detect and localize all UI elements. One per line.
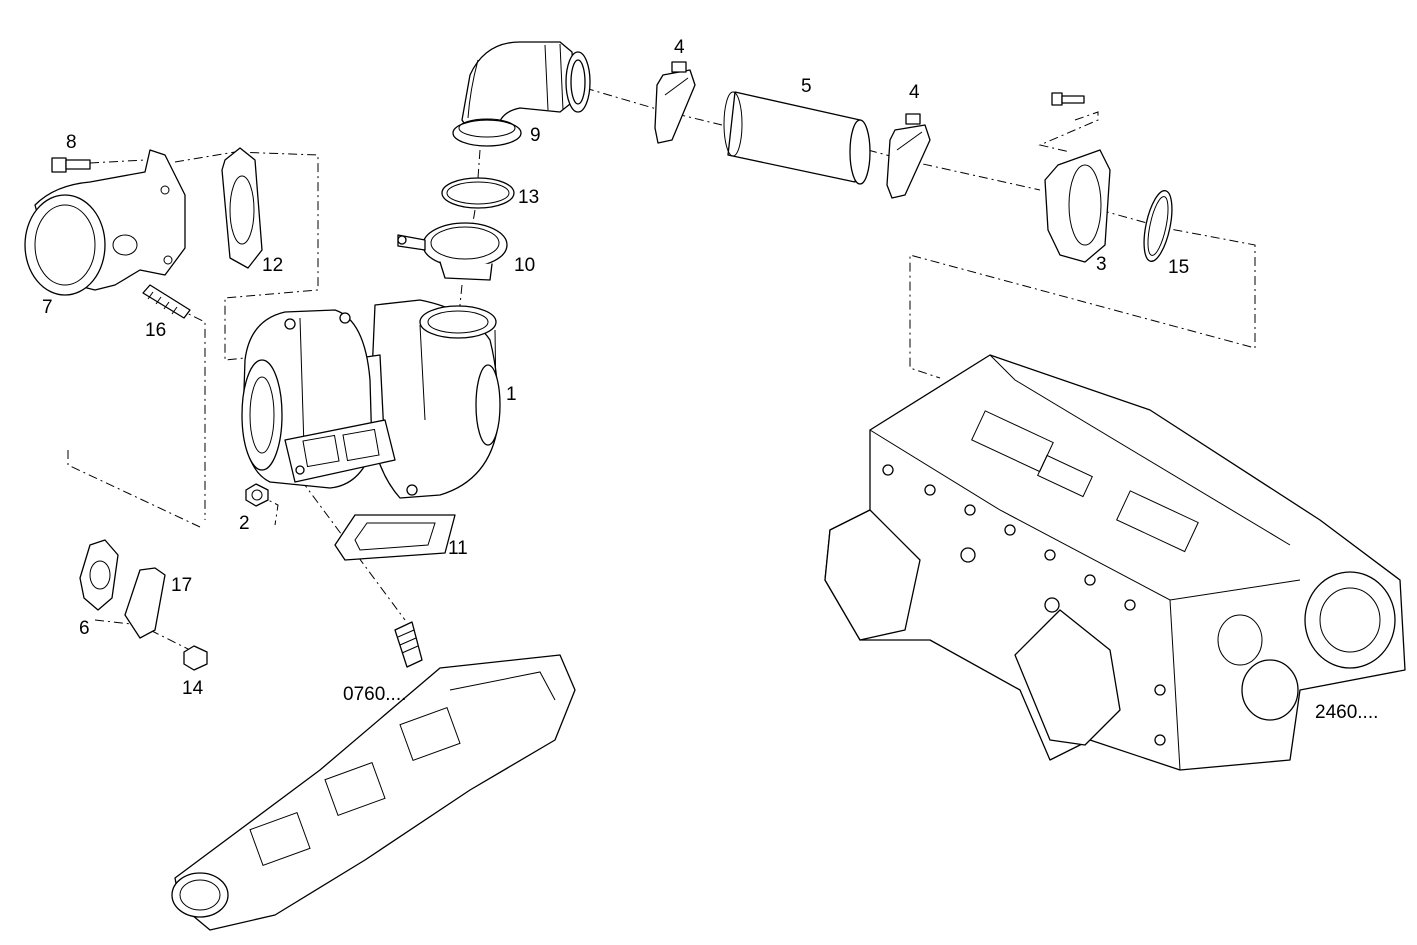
- callout-4-right: 4: [909, 82, 920, 103]
- engine-block-reference-drawing: [824, 354, 1406, 771]
- callout-8: 8: [66, 132, 77, 153]
- callout-15: 15: [1168, 257, 1189, 278]
- part-11-gasket: [334, 514, 456, 561]
- callout-7: 7: [42, 297, 53, 318]
- part-12-gasket: [221, 147, 263, 269]
- callout-labels: 1 2 3 4 4 5 6 7 8 9 10 11 12 13 14 15 16…: [42, 37, 1378, 723]
- part-8-bolt: [51, 157, 91, 173]
- part-15-o-ring: [1143, 190, 1173, 262]
- callout-17: 17: [171, 575, 192, 596]
- stud-spring: [394, 621, 423, 668]
- exhaust-manifold-reference-drawing: [171, 654, 576, 931]
- reference-label-engine: 2460....: [1315, 702, 1378, 723]
- callout-5: 5: [801, 76, 812, 97]
- part-3-flange-adapter: [1044, 92, 1111, 263]
- part-14-nut: [183, 645, 208, 671]
- part-4-hose-clamp-right: [886, 113, 931, 199]
- part-6-flange: [79, 539, 119, 611]
- callout-4-left: 4: [674, 37, 685, 58]
- part-16-stud: [142, 284, 191, 319]
- reference-label-manifold: 0760....: [343, 684, 406, 705]
- callout-11: 11: [448, 538, 468, 559]
- callout-10: 10: [514, 255, 535, 276]
- callout-3: 3: [1096, 254, 1107, 275]
- callout-2: 2: [239, 513, 250, 534]
- callout-12: 12: [262, 255, 283, 276]
- callout-13: 13: [518, 187, 539, 208]
- callout-6: 6: [79, 618, 90, 639]
- part-4-hose-clamp-left: [654, 61, 696, 144]
- part-1-turbocharger: [241, 299, 501, 499]
- part-17-plate: [124, 567, 166, 639]
- part-5-straight-hose: [723, 91, 871, 185]
- callout-1: 1: [506, 384, 517, 405]
- part-2-nut: [245, 483, 269, 507]
- callout-14: 14: [182, 678, 204, 699]
- callout-16: 16: [145, 320, 166, 341]
- part-9-elbow-hose: [452, 41, 591, 147]
- part-7-exhaust-elbow: [24, 149, 186, 296]
- callout-9: 9: [530, 125, 541, 146]
- part-10-v-band-clamp: [397, 222, 508, 281]
- part-13-o-ring: [441, 177, 515, 209]
